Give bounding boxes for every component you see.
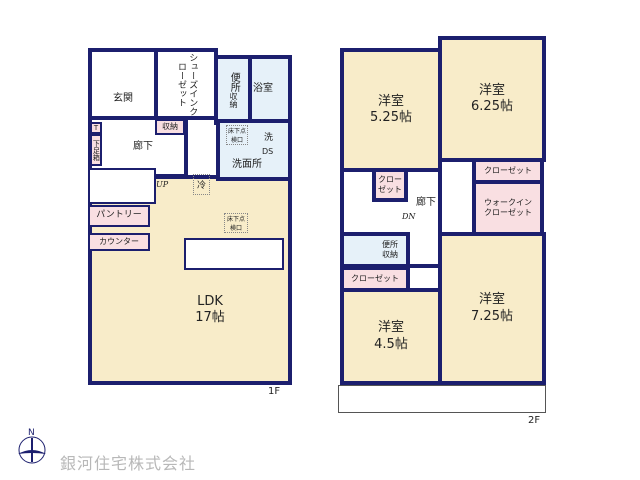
toilet-label: 便所 bbox=[382, 240, 398, 249]
washer-label: 洗 bbox=[264, 133, 274, 143]
closet-2: クローゼット bbox=[372, 168, 408, 202]
washroom: 洗面所 bbox=[216, 119, 292, 181]
compass-icon: N bbox=[14, 428, 50, 466]
toilet-2f: 便所収納 bbox=[340, 232, 410, 268]
pantry: パントリー bbox=[88, 205, 150, 227]
ldk-size: 17帖 bbox=[195, 310, 225, 325]
toilet-storage-label: 収納 bbox=[229, 92, 238, 108]
entrance-label: 玄関 bbox=[113, 92, 133, 104]
shoe-closet-label: シューズインクローゼット bbox=[176, 52, 198, 116]
ldk-label: LDK bbox=[197, 293, 223, 309]
inspection-hatch-2: 床下点検口 bbox=[224, 213, 248, 233]
room-label: 洋室 bbox=[377, 93, 404, 109]
floor-2-label: 2F bbox=[528, 415, 541, 426]
hall-label: 廊下 bbox=[416, 196, 436, 208]
closet-label: クローゼット bbox=[378, 175, 402, 194]
t-label: T bbox=[93, 123, 99, 132]
storage: 収納 bbox=[155, 119, 185, 135]
room-size: 6.25帖 bbox=[471, 99, 513, 114]
inspection-hatch: 床下点検口 bbox=[226, 125, 248, 145]
counter-label: カウンター bbox=[99, 237, 139, 246]
bath: 浴室 bbox=[248, 55, 292, 123]
t-box: T bbox=[90, 122, 102, 134]
closet-label: クローゼット bbox=[484, 166, 532, 175]
walk-in-label: ウォークインクローゼット bbox=[484, 198, 532, 217]
bath-label: 浴室 bbox=[253, 82, 273, 94]
counter: カウンター bbox=[88, 233, 150, 251]
hall-label: 廊下 bbox=[133, 140, 153, 152]
kitchen-counter bbox=[184, 238, 284, 270]
pantry-label: パントリー bbox=[96, 210, 142, 221]
company-logo: 銀河住宅株式会社 bbox=[60, 454, 197, 473]
ds-label: DS bbox=[262, 147, 274, 156]
compass-north-label: N bbox=[28, 428, 35, 438]
shoe-closet: シューズインクローゼット bbox=[154, 48, 218, 120]
closet-label: クローゼット bbox=[351, 274, 399, 283]
walk-in-closet: ウォークインクローゼット bbox=[472, 180, 544, 236]
floor-1-label: 1F bbox=[268, 386, 281, 397]
up-label: UP bbox=[156, 180, 169, 189]
washroom-label: 洗面所 bbox=[232, 158, 262, 170]
entrance: 玄関 bbox=[88, 48, 158, 120]
room-size: 5.25帖 bbox=[370, 110, 412, 125]
shoe-box-label: 下足箱 bbox=[92, 139, 101, 161]
shoe-box: 下足箱 bbox=[90, 134, 102, 166]
room-size: 4.5帖 bbox=[374, 336, 408, 352]
storage-label: 収納 bbox=[162, 122, 178, 131]
toilet: 便所収納 bbox=[214, 55, 252, 125]
toilet-label: 便所 bbox=[228, 72, 240, 92]
room-size: 7.25帖 bbox=[471, 308, 513, 324]
fridge: 冷 bbox=[193, 174, 211, 195]
balcony bbox=[338, 385, 546, 413]
stairs-1f bbox=[88, 168, 156, 204]
room-label: 洋室 bbox=[377, 320, 404, 336]
storage-label-2f: 収納 bbox=[382, 250, 398, 259]
room-label: 洋室 bbox=[478, 82, 505, 98]
dn-label: DN bbox=[402, 212, 416, 221]
room-label: 洋室 bbox=[478, 292, 505, 308]
